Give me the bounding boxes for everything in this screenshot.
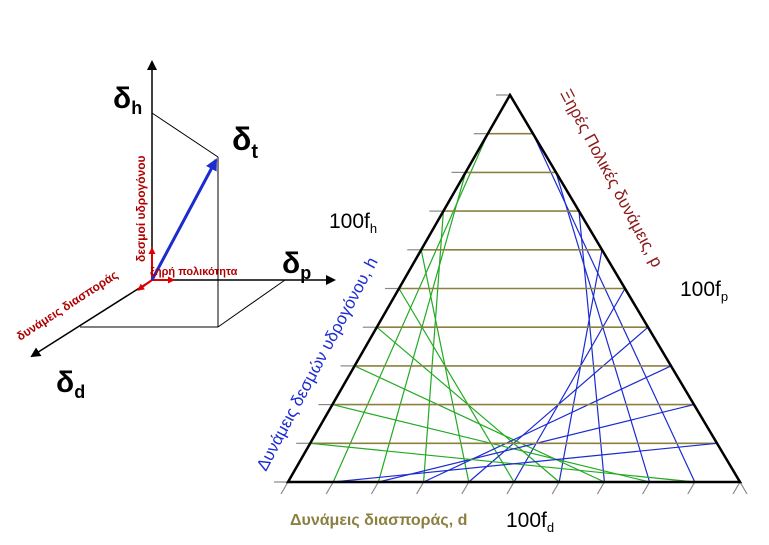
tick-mark — [370, 481, 379, 495]
side-label-dispersion: Δυνάμεις διασποράς, d — [290, 512, 467, 529]
grid-line-green — [398, 288, 515, 483]
guide-line — [151, 112, 219, 158]
tick-mark — [416, 481, 425, 495]
tick-mark — [732, 481, 741, 495]
tick-mark — [325, 481, 334, 495]
tick-mark — [551, 481, 560, 495]
side-label-hydrogen: Δυνάμεις δεσμών υδρογόνου, h — [253, 254, 382, 474]
ternary-diagram: 100fh 100fp 100fd Δυνάμεις δεσμών υδρογό… — [253, 86, 748, 535]
grid-line-blue — [423, 365, 672, 483]
tick-mark — [461, 481, 470, 495]
component-arrow-d — [137, 279, 153, 291]
delta-d-symbol: δd — [56, 366, 85, 402]
vector-diagram: δh δt δp δd δεσμοί υδρογόνου ξηρή πολικό… — [14, 60, 336, 402]
tick-mark — [506, 481, 515, 495]
tick-mark — [687, 481, 696, 495]
tick-mark — [642, 481, 651, 495]
delta-t-symbol: δt — [232, 121, 258, 163]
label-100fp: 100fp — [680, 278, 728, 304]
grid-line-green — [310, 442, 695, 483]
grid-line-blue — [333, 442, 718, 483]
tick-mark — [280, 481, 289, 495]
tick-mark — [596, 481, 605, 495]
side-label-polar: Ξηρές Πολικές δυνάμεις, p — [556, 86, 666, 270]
resultant-vector — [150, 158, 218, 281]
ternary-outline — [285, 92, 743, 484]
label-dry-polarity: ξηρή πολικότητα — [150, 266, 238, 278]
label-100fh: 100fh — [329, 210, 377, 236]
label-hydrogen-bonds: δεσμοί υδρογόνου — [134, 155, 148, 262]
grid-line-green — [354, 365, 605, 483]
axis-d — [30, 279, 153, 358]
tick-mark — [739, 481, 748, 495]
label-100fd: 100fd — [506, 509, 554, 535]
guide-line — [217, 279, 286, 328]
ternary-grid — [310, 132, 718, 483]
delta-h-symbol: δh — [113, 82, 142, 118]
label-dispersion-forces: δυνάμεις διασποράς — [14, 268, 120, 344]
delta-p-symbol: δp — [282, 247, 311, 283]
grid-line-blue — [513, 288, 626, 483]
